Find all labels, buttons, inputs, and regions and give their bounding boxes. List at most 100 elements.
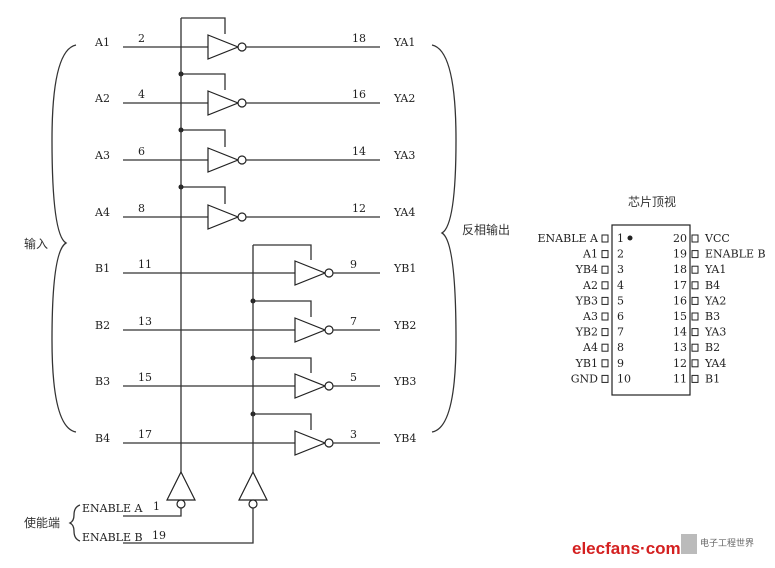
chip-pin-name: YB1	[575, 357, 598, 370]
chip-pin-pad	[601, 234, 609, 243]
output-pin: 14	[352, 145, 366, 158]
chip-body	[611, 224, 691, 396]
chip-pin-name: YB2	[575, 326, 598, 339]
output-label: YB4	[393, 432, 416, 445]
chip-pin-pad	[601, 265, 609, 274]
input-pin: 11	[138, 258, 152, 271]
input-pin: 6	[138, 145, 145, 158]
enable-b-pin: 19	[152, 529, 166, 542]
a3-buffer	[207, 147, 240, 173]
enable-a-wire	[123, 508, 182, 517]
chip-pin-pad	[601, 296, 609, 305]
channel-a3: A3 6 14 YA3	[94, 127, 415, 173]
chip-pin-number: 2	[617, 248, 624, 261]
chip-pin-name: A3	[582, 310, 598, 323]
chip-pin-number: 4	[617, 279, 624, 292]
input-pin: 2	[138, 32, 145, 45]
chip-pin-number: 6	[617, 310, 624, 323]
enable-brace	[68, 504, 81, 542]
chip-pin-pad	[601, 312, 609, 321]
svg-text:elecfans·com: elecfans·com	[572, 539, 681, 558]
chip-pin-number: 11	[673, 372, 687, 385]
chip-pin-number: 3	[617, 263, 624, 276]
a1-inverter-bubble	[237, 42, 247, 52]
chip-pin-name: A2	[582, 279, 598, 292]
b1-buffer	[294, 260, 327, 286]
chip-pin-name: B2	[705, 341, 720, 354]
b4-inverter-bubble	[324, 438, 334, 448]
input-label: B3	[95, 375, 110, 388]
input-pin: 13	[138, 315, 152, 328]
enable-group-label: 使能端	[24, 515, 60, 530]
output-label: YA1	[393, 36, 415, 49]
watermark-logo: elecfans·com 电子工程世界	[572, 534, 754, 558]
input-label: A4	[94, 206, 110, 219]
a3-inverter-bubble	[237, 155, 247, 165]
chip-pin-number: 17	[673, 279, 687, 292]
output-pin: 7	[350, 315, 357, 328]
chip-pin-name: B3	[705, 310, 720, 323]
enable-a-buffer	[166, 470, 196, 501]
output-label: YB2	[393, 319, 416, 332]
enable-wire	[253, 413, 312, 430]
output-label: YA4	[393, 206, 415, 219]
enable-wire	[181, 73, 226, 90]
inputs-label: 输入	[24, 236, 48, 251]
output-label: YB3	[393, 375, 416, 388]
enable-wire	[181, 129, 226, 147]
chip-pin-pad	[601, 328, 609, 337]
chip-pin-number: 15	[673, 310, 687, 323]
chip-pin-number: 13	[673, 341, 687, 354]
b1-inverter-bubble	[324, 268, 334, 278]
enable-wire	[181, 17, 226, 34]
chip-pin-pad	[691, 296, 699, 305]
enable-wire	[181, 186, 226, 204]
chip-pin-name: YB3	[575, 294, 598, 307]
chip-pin-name: B1	[705, 372, 720, 385]
chip-pin-number: 16	[673, 294, 687, 307]
chip-pin-name: YB4	[575, 263, 598, 276]
chip-pin-pad	[601, 359, 609, 368]
chip-pin-number: 8	[617, 341, 624, 354]
output-label: YB1	[393, 262, 416, 275]
output-pin: 9	[350, 258, 357, 271]
output-label: YA3	[393, 149, 415, 162]
chip-pin-pad	[691, 374, 699, 383]
chip-pin-number: 1	[617, 232, 624, 245]
input-label: A3	[94, 149, 110, 162]
input-pin: 15	[138, 371, 152, 384]
svg-text:电子工程世界: 电子工程世界	[700, 537, 754, 549]
input-label: A2	[94, 92, 110, 105]
output-brace	[431, 44, 457, 433]
b2-inverter-bubble	[324, 325, 334, 335]
enable-wire	[253, 300, 312, 317]
enable-b-label: ENABLE B	[82, 531, 143, 544]
chip-pin-pad	[691, 359, 699, 368]
chip-pin-pad	[601, 343, 609, 352]
chip-pin-pad	[691, 281, 699, 290]
enable-a-pin: 1	[153, 500, 160, 513]
a2-inverter-bubble	[237, 98, 247, 108]
chip-pin-pad	[691, 234, 699, 243]
b3-inverter-bubble	[324, 381, 334, 391]
a4-buffer	[207, 204, 240, 230]
pin1-marker	[627, 235, 633, 241]
enable-b-buffer	[238, 470, 268, 501]
chip-pin-name: VCC	[704, 232, 730, 245]
output-pin: 3	[350, 428, 357, 441]
outputs-label: 反相输出	[462, 222, 510, 237]
chip-pin-name: YA4	[704, 357, 726, 370]
chip-pin-pad	[601, 374, 609, 383]
enable-wire	[253, 357, 312, 373]
chip-pin-pad	[601, 250, 609, 259]
chip-pin-pad	[691, 328, 699, 337]
chip-pin-number: 10	[617, 372, 631, 385]
input-label: A1	[94, 36, 110, 49]
output-pin: 12	[352, 202, 366, 215]
chip-pin-name: B4	[705, 279, 720, 292]
